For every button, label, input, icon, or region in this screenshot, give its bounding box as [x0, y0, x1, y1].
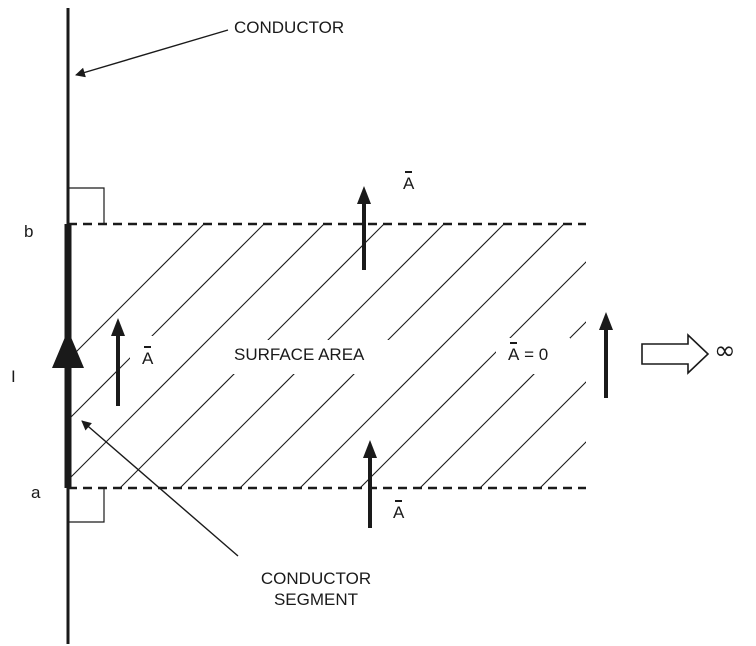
vector-arrow-top — [357, 186, 371, 270]
surface-hatching — [68, 224, 586, 488]
conductor-segment-label: CONDUCTOR SEGMENT — [261, 568, 371, 611]
segment-pointer — [81, 420, 239, 557]
vector-arrow-far — [599, 312, 613, 398]
conductor-label: CONDUCTOR — [234, 18, 345, 37]
label-mask — [222, 340, 402, 374]
conductor-segment-label-line1: CONDUCTOR — [260, 569, 372, 588]
conductor-pointer — [75, 29, 229, 78]
vector-a-zero-symbol: A — [508, 342, 520, 364]
vector-a-bottom-symbol: A — [393, 500, 405, 522]
current-label: I — [11, 367, 16, 386]
point-b-label: b — [24, 222, 34, 241]
label-mask — [130, 336, 170, 376]
current-arrow-icon — [52, 330, 84, 368]
vector-a-left-label: A — [142, 346, 154, 368]
vector-a-top-symbol: A — [403, 171, 415, 193]
vector-arrow-bottom — [363, 440, 377, 528]
label-mask — [496, 338, 570, 374]
vector-arrow-left — [111, 318, 125, 406]
vector-a-zero-label: A = 0 — [508, 342, 549, 364]
conductor-segment-label-line2: SEGMENT — [273, 590, 359, 610]
vector-a-zero-equation: = 0 — [519, 345, 549, 364]
vector-a-top-label: A — [403, 171, 415, 193]
surface-area-label: SURFACE AREA — [234, 345, 365, 364]
vector-a-left-symbol: A — [142, 346, 154, 368]
point-a-label: a — [31, 483, 41, 502]
right-angle-marker-a — [68, 488, 105, 523]
infinity-symbol: ∞ — [714, 336, 736, 366]
vector-a-bottom-label: A — [393, 500, 405, 522]
hollow-arrow-icon — [641, 333, 710, 375]
right-angle-marker-b — [68, 187, 105, 224]
